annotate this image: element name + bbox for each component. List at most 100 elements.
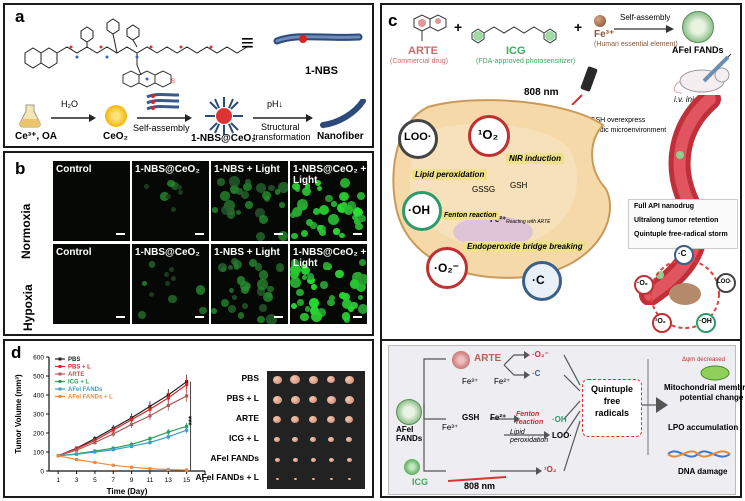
icg-sub: (FDA-approved photosensitizer) xyxy=(476,58,576,65)
tumor-sample xyxy=(346,457,352,462)
series-line-2 xyxy=(57,395,187,457)
x-tick-label: 9 xyxy=(130,477,134,484)
tumor-sample xyxy=(326,395,336,404)
data-point xyxy=(148,467,152,471)
mouse-icon xyxy=(673,67,730,94)
fenton-label: Fenton reaction xyxy=(442,211,499,220)
micrograph-label: 1-NBS@CeO₂ xyxy=(135,164,200,175)
legend-marker xyxy=(58,395,62,398)
photo-label-0: PBS xyxy=(241,373,259,383)
gssg-label: GSSG xyxy=(472,185,496,194)
gsh-over-label: GSH overexpress xyxy=(590,117,646,124)
photo-label-5: AFeI FANDs + L xyxy=(195,472,259,482)
y-tick-label: 600 xyxy=(33,355,44,362)
micrograph-label: Control xyxy=(56,247,92,258)
dna-label: DNA damage xyxy=(678,467,728,476)
quintuple-box xyxy=(582,379,642,437)
c-radical-circle xyxy=(522,261,562,301)
data-point xyxy=(129,418,134,422)
data-point xyxy=(74,458,79,462)
afefands-label: AFeI FANDs xyxy=(672,45,724,55)
o2-super-circle xyxy=(426,247,468,289)
bottom-c-top: ·C xyxy=(532,369,541,378)
lpo-label: LPO accumulation xyxy=(668,423,739,432)
data-point xyxy=(111,428,115,432)
transformation-label: transformation xyxy=(253,132,311,142)
bottom-arte-label: ARTE xyxy=(474,353,502,364)
bottom-afefands-particle xyxy=(396,399,422,425)
ribbons-icon xyxy=(146,93,180,111)
series-line-1 xyxy=(57,384,187,457)
o2-super-label: ·O₂⁻ xyxy=(434,261,459,275)
micrograph-label: 1-NBS + Light xyxy=(214,247,280,258)
legend-marker xyxy=(58,357,62,361)
tumor-sample xyxy=(327,376,335,384)
legend-entry: PBS + L xyxy=(68,365,91,371)
data-point xyxy=(148,437,152,441)
data-point xyxy=(148,440,152,445)
series-line-5 xyxy=(58,455,187,471)
fe-sphere xyxy=(594,15,606,27)
bottom-icg-particle xyxy=(404,459,420,475)
ring-o2: ·O₂ xyxy=(637,280,648,287)
molecule-name: 1-NBS xyxy=(305,65,339,77)
bottom-gsh-label: GSH xyxy=(462,413,480,422)
tumor-sample xyxy=(272,395,282,404)
tumor-photo xyxy=(267,371,365,489)
y-tick-label: 500 xyxy=(33,374,44,381)
flask-icon xyxy=(19,104,41,128)
molecule-structure: S xyxy=(24,18,248,88)
data-point xyxy=(56,454,60,458)
legend-entry: ARTE xyxy=(68,372,84,378)
x-tick-label: 15 xyxy=(183,477,191,484)
photo-label-2: ARTE xyxy=(235,413,259,423)
y-tick-label: 400 xyxy=(33,393,44,400)
bottom-o2-top: ·O₂⁻ xyxy=(532,350,549,359)
photo-label-1: PBS + L xyxy=(226,393,259,403)
arrow-2 xyxy=(137,114,192,122)
x-tick-label: 5 xyxy=(93,477,97,484)
data-point xyxy=(166,435,170,439)
panel-a-label: a xyxy=(15,7,25,26)
data-point xyxy=(166,430,170,434)
plus-1: + xyxy=(454,19,463,35)
icg-molecule xyxy=(471,26,557,44)
mito-label: Mitochondrial membrane potential change xyxy=(664,383,745,402)
acidic-label: Acidic microenvironment xyxy=(590,127,667,134)
gsh-label: GSH xyxy=(510,181,528,190)
feature-1: Full API nanodrug xyxy=(634,203,695,210)
tumor-sample xyxy=(290,375,300,384)
micrograph-label: 1-NBS + Light xyxy=(214,164,280,175)
ring-loo-circle xyxy=(716,273,736,293)
micrograph-r1-c2: 1-NBS + Light xyxy=(211,244,288,324)
ring-oh: ·OH xyxy=(699,318,712,325)
micrograph-r0-c0: Control xyxy=(53,161,130,241)
oh-label: ·OH xyxy=(408,203,430,217)
feature-box xyxy=(628,199,738,249)
bottom-o2-bottom: ¹O₂ xyxy=(544,465,557,474)
tumor-sample xyxy=(308,375,318,384)
x-tick-label: 13 xyxy=(165,477,173,484)
bottom-oh: ·OH xyxy=(552,415,567,424)
panel-c: c + + ARTE (Commercial drug) ICG (FDA-ap… xyxy=(380,3,745,498)
y-tick-label: 300 xyxy=(33,412,44,419)
data-point xyxy=(166,396,170,400)
singlet-o2-label: ¹O₂ xyxy=(478,127,499,142)
ring-c-circle xyxy=(674,245,694,265)
tumor-sample xyxy=(310,437,316,443)
photo-label-4: AFeI FANDs xyxy=(210,453,259,463)
fe-sub: (Human essential element) xyxy=(594,41,678,48)
x-tick-label: 11 xyxy=(147,477,154,484)
tumor-sample xyxy=(329,477,333,481)
tumor-sample xyxy=(309,416,317,424)
tumor-sample xyxy=(274,457,280,462)
bottom-fe3b-label: Fe³⁺ xyxy=(442,423,459,432)
data-point xyxy=(185,468,189,472)
y-tick-label: 100 xyxy=(33,450,44,457)
photo-label-3: ICG + L xyxy=(229,433,259,443)
arrow-1 xyxy=(51,114,96,122)
tumor-sample xyxy=(344,395,354,404)
micrograph-r0-c2: 1-NBS + Light xyxy=(211,161,288,241)
tumor-sample xyxy=(272,375,282,384)
